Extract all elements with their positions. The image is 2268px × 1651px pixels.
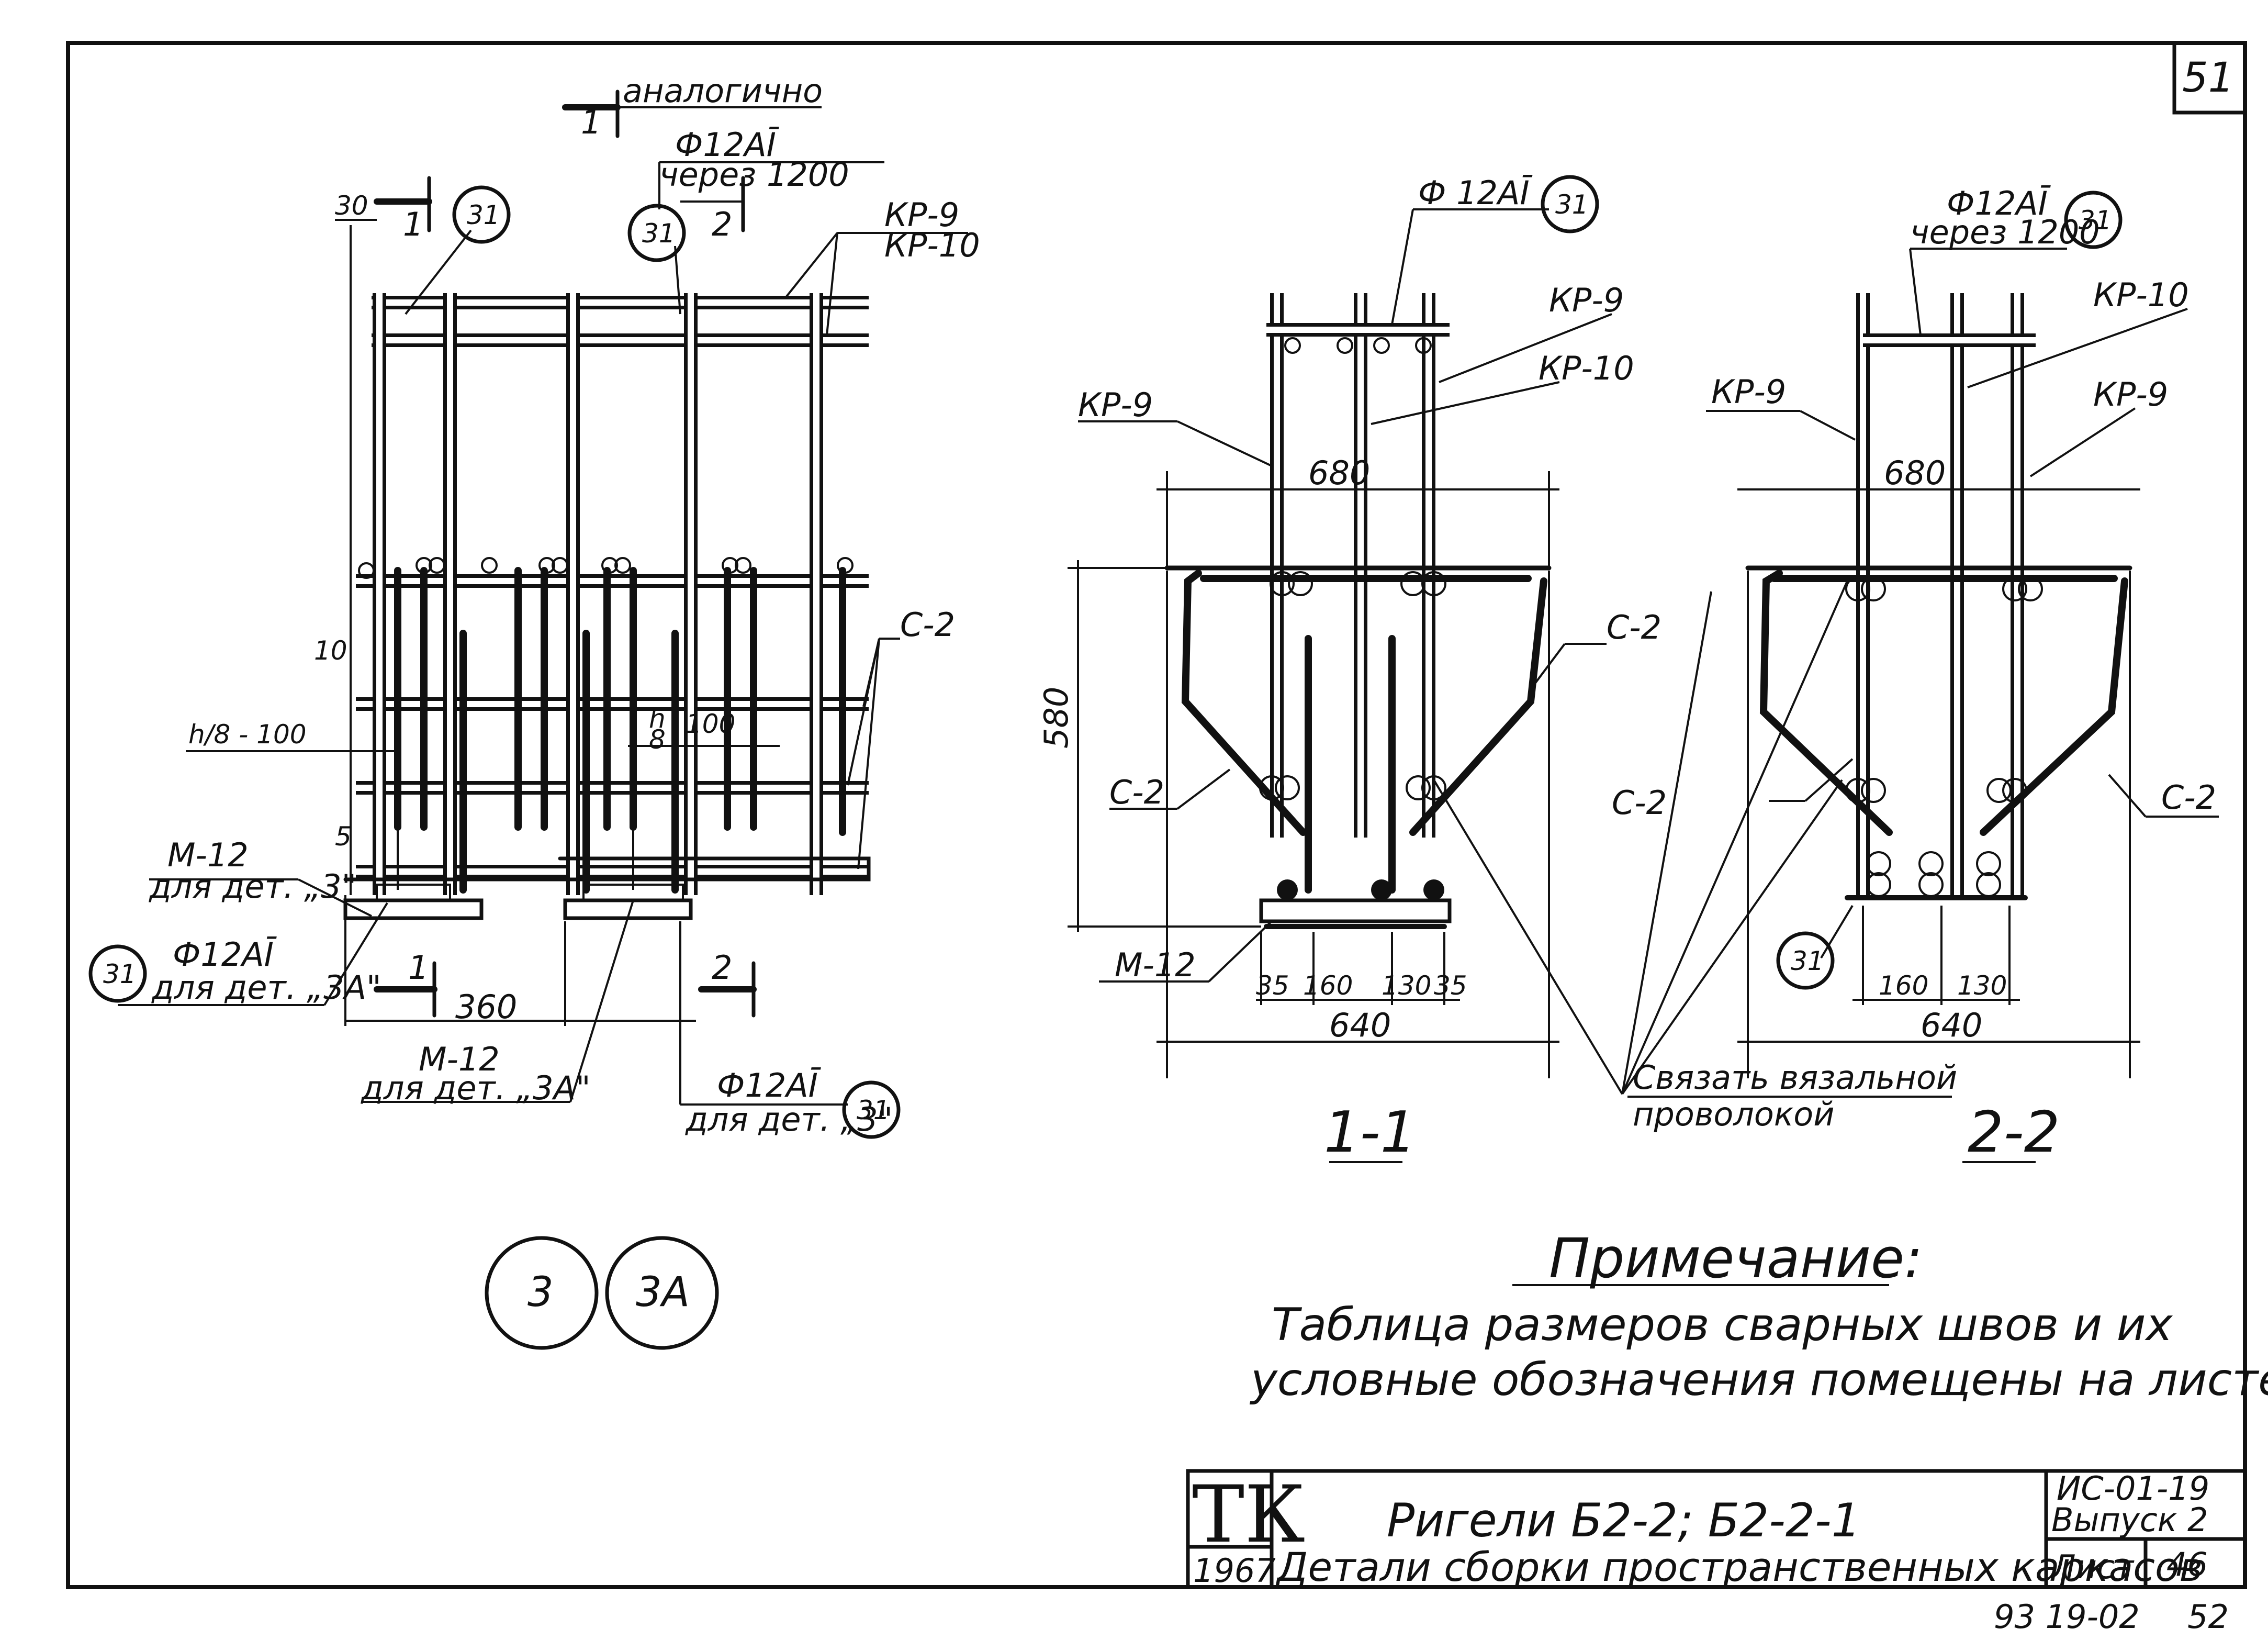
- s2-dim-680: 680: [1884, 454, 1946, 492]
- section-1-1-view: [1068, 208, 1612, 1163]
- plan-dim-30: 30: [335, 191, 368, 221]
- note-line-1: Таблица размеров сварных швов и их: [1272, 1299, 2173, 1351]
- s1-c2-right: С-2: [1607, 608, 1661, 646]
- bottom-code: 93 19-02: [1994, 1598, 2140, 1636]
- plan-h8-left: h/8 - 100: [188, 719, 307, 750]
- series-code: ИС-01-19: [2057, 1469, 2209, 1508]
- section-mark-2-bottom: 2: [712, 949, 732, 987]
- detail-31-label-plan-top: 31: [642, 218, 676, 249]
- plan-m12-bottom: М-12: [419, 1040, 500, 1078]
- section-1-title: 1-1: [1324, 1100, 1416, 1165]
- s1-dim-130: 130: [1382, 970, 1431, 1001]
- s2-c2-right: С-2: [2161, 778, 2216, 817]
- plan-h8-right-val: 100: [686, 709, 735, 739]
- s2-kr10: КР-10: [2093, 276, 2189, 314]
- section-mark-1-bottom: 1: [408, 949, 429, 987]
- tie-note-leaders: [1433, 581, 1952, 1098]
- s2-dim-160: 160: [1879, 970, 1928, 1001]
- s2-rebar-step: через 1200: [1910, 213, 2100, 251]
- detail-31-label-plan-left-bottom: 31: [103, 959, 137, 989]
- detail-3-circle: [485, 1236, 599, 1350]
- detail-3a-circle: [605, 1236, 719, 1350]
- s1-kr10: КР-10: [1539, 349, 1634, 387]
- detail-31-callout-s2-bottom: [1776, 931, 1835, 990]
- plan-kr9-label: КР-9: [884, 196, 959, 234]
- note-line-2: условные обозначения помещены на листе 4…: [1249, 1354, 2268, 1406]
- plan-m12-left: М-12: [167, 836, 249, 874]
- sheet-frame: [66, 41, 2247, 1589]
- plan-rebar-top: Ф12АĪ: [675, 126, 780, 164]
- plan-rebar-left: Ф12АĪ: [173, 935, 277, 974]
- section-2-title: 2-2: [1968, 1100, 2060, 1165]
- s2-kr9-right: КР-9: [2093, 375, 2168, 414]
- s1-dim-160: 160: [1303, 970, 1353, 1001]
- s1-kr9-left: КР-9: [1078, 386, 1153, 424]
- detail-31-callout-s1: [1541, 175, 1599, 233]
- sheet-label: Лист: [2050, 1548, 2135, 1586]
- plan-view: [118, 90, 968, 1106]
- plan-dim-5: 5: [335, 821, 352, 852]
- plan-rebar-left-for: для дет. „3А": [151, 968, 381, 1007]
- plan-h8-right-num: h: [649, 704, 666, 734]
- tie-note-line2: проволокой: [1633, 1095, 1835, 1133]
- s2-c2-left: С-2: [1612, 784, 1667, 822]
- plan-m12-bottom-for: для дет. „3А": [361, 1069, 591, 1107]
- detail-31-label-s2-bottom: 31: [1791, 946, 1824, 976]
- s2-dim-130: 130: [1957, 970, 2007, 1001]
- sheet-number: 46: [2166, 1545, 2208, 1583]
- s1-dim-35b: 35: [1434, 970, 1467, 1001]
- detail-3a-label: 3А: [636, 1269, 690, 1316]
- plan-m12-left-for: для дет. „3": [149, 867, 356, 906]
- title-block: [1186, 1469, 2247, 1589]
- title-year: 1967: [1193, 1552, 1276, 1590]
- issue-label: Выпуск 2: [2051, 1501, 2208, 1539]
- detail-31-callout-plan-left-bottom: [88, 944, 147, 1003]
- detail-31-label-s2-top: 31: [2079, 205, 2112, 236]
- plan-dim-360: 360: [455, 988, 517, 1026]
- analog-label: аналогично: [623, 72, 823, 110]
- detail-3-label: 3: [527, 1269, 554, 1316]
- detail-31-callout-plan-left: [452, 185, 511, 244]
- plan-kr10-label: КР-10: [884, 226, 980, 264]
- plan-rebar-top-step: через 1200: [659, 155, 849, 194]
- s1-rebar-label: Ф 12АĪ: [1418, 174, 1533, 212]
- page-number: 51: [2182, 54, 2234, 102]
- s2-kr9-left: КР-9: [1711, 373, 1786, 411]
- plan-rebar-bottom: Ф12АĪ: [717, 1066, 822, 1105]
- title-org: ТК: [1192, 1469, 1305, 1560]
- plan-h8-right-den: 8: [649, 724, 666, 755]
- drawing-subtitle: Детали сборки пространственных каркасов: [1275, 1544, 2203, 1590]
- s1-m12: М-12: [1115, 946, 1196, 984]
- s1-dim-35a: 35: [1256, 970, 1289, 1001]
- detail-31-callout-s2-top: [2064, 191, 2123, 249]
- drawing-title: Ригели Б2-2; Б2-2-1: [1387, 1493, 1861, 1547]
- detail-31-callout-plan-top: [627, 204, 686, 262]
- bottom-page: 52: [2187, 1598, 2229, 1636]
- plan-c2-label: С-2: [900, 606, 955, 644]
- detail-31-label-plan-bottom: 31: [857, 1095, 890, 1125]
- section-mark-1-plan: 1: [403, 205, 423, 243]
- detail-31-label-plan-left: 31: [467, 200, 500, 230]
- section-mark-1-top: 1: [581, 103, 601, 141]
- s2-rebar-label: Ф12АĪ: [1947, 184, 2051, 222]
- s1-kr9-right: КР-9: [1549, 281, 1624, 319]
- s1-c2-left: С-2: [1109, 773, 1164, 811]
- plan-dim-10: 10: [314, 635, 347, 666]
- tie-note-line1: Связать вязальной: [1633, 1058, 1957, 1097]
- s1-dim-640: 640: [1329, 1006, 1391, 1044]
- s1-dim-680: 680: [1308, 454, 1370, 492]
- s1-dim-580: 580: [1037, 687, 1075, 749]
- note-heading: Примечание:: [1549, 1226, 1923, 1290]
- detail-31-label-s1: 31: [1555, 189, 1589, 220]
- section-2-2-view: [1706, 248, 2219, 1163]
- s2-dim-640: 640: [1921, 1006, 1982, 1044]
- detail-31-callout-plan-bottom: [842, 1080, 901, 1139]
- section-mark-2-plan: 2: [712, 205, 732, 243]
